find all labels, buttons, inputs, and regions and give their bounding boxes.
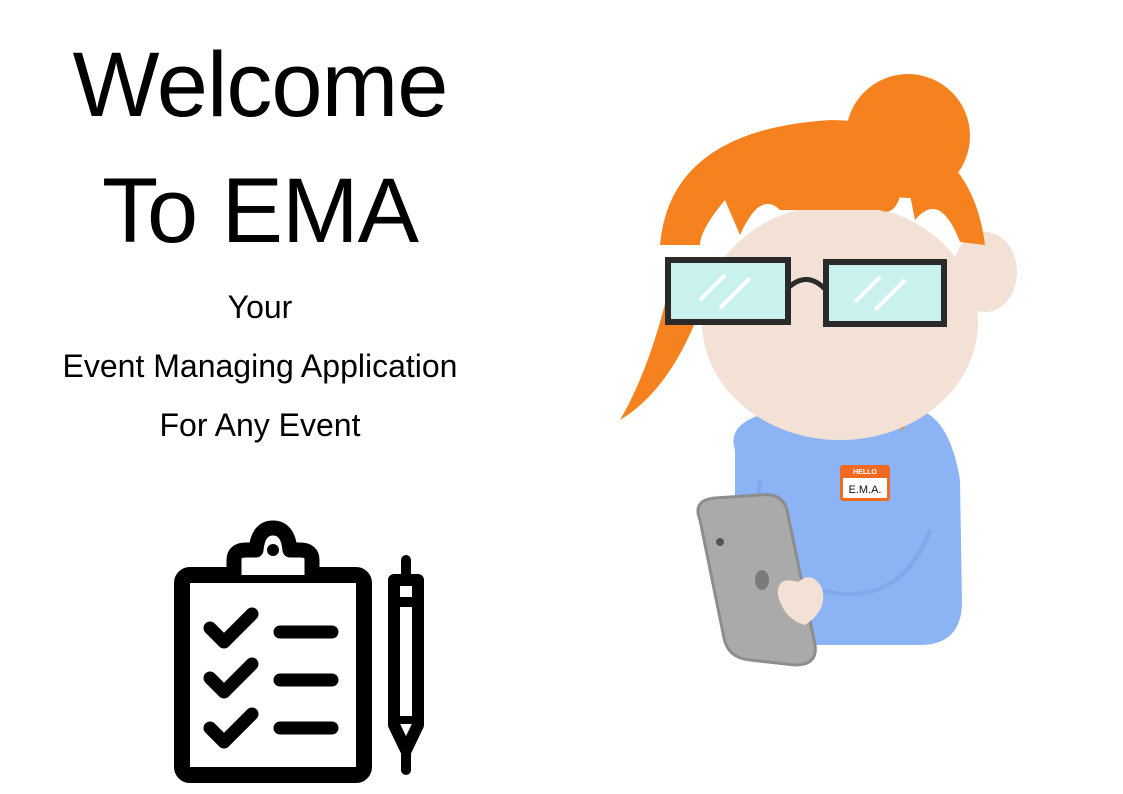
mascot-illustration: HELLO E.M.A. xyxy=(600,60,1030,680)
subtitle-line-3: For Any Event xyxy=(159,407,361,443)
name-tag-header: HELLO xyxy=(853,469,877,476)
welcome-title-line-2: To EMA xyxy=(101,160,419,262)
subtitle-line-2: Event Managing Application xyxy=(62,348,458,384)
mascot-name-tag: HELLO E.M.A. xyxy=(840,465,890,501)
subtitle-line-1: Your xyxy=(227,289,293,325)
clipboard-checklist-icon xyxy=(172,520,442,785)
name-tag-text: E.M.A. xyxy=(848,484,881,496)
welcome-title: Welcome To EMA xyxy=(0,22,520,274)
welcome-subtitle: Your Event Managing Application For Any … xyxy=(0,278,520,455)
pen-icon xyxy=(388,555,424,775)
mascot-hair xyxy=(660,120,985,245)
mascot-glasses xyxy=(665,257,947,327)
mascot-hand xyxy=(777,577,824,625)
welcome-title-line-1: Welcome xyxy=(72,34,449,136)
mascot-tablet xyxy=(696,493,817,667)
clipboard-icon xyxy=(174,520,372,783)
